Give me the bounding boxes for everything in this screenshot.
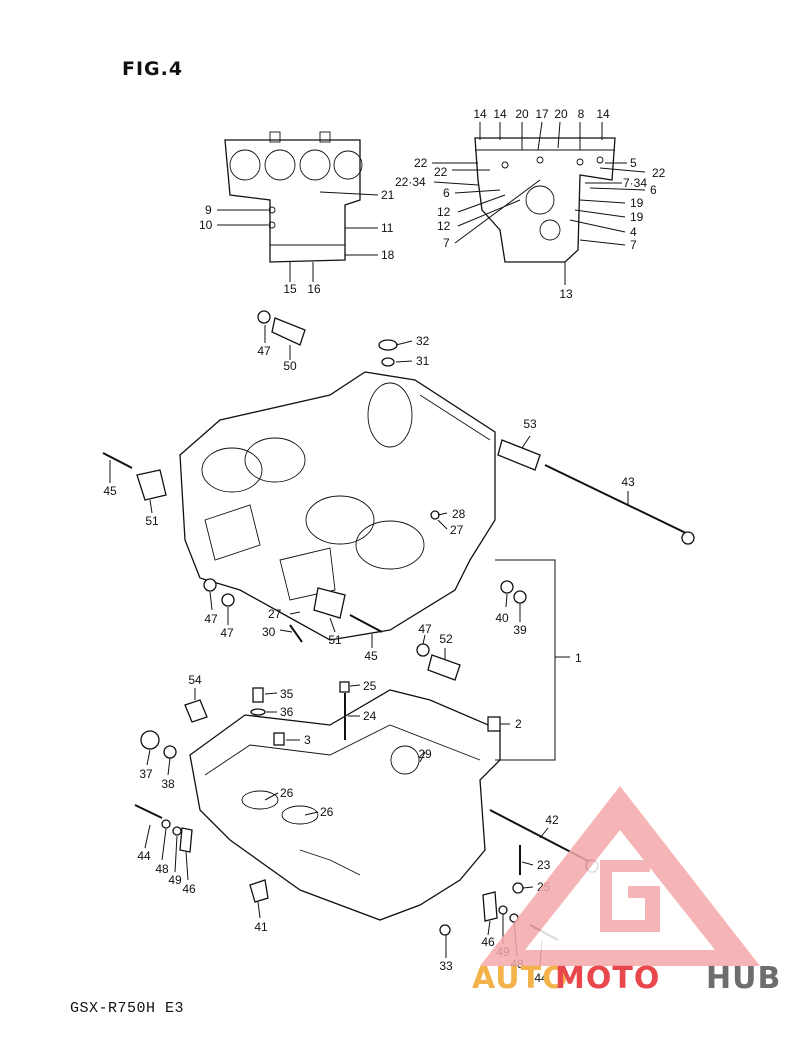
- callout-label: 52: [439, 632, 453, 646]
- callout-label: 50: [283, 359, 297, 373]
- callout-label: 30: [262, 625, 276, 639]
- callout-label: 4: [630, 225, 637, 239]
- callout-label: 42: [545, 813, 559, 827]
- callout-label: 29: [418, 747, 432, 761]
- callout-label: 25: [363, 679, 377, 693]
- callout-label: 43: [621, 475, 635, 489]
- callout-label: 1: [575, 651, 582, 665]
- inset-upper-crankcase: [224, 131, 363, 263]
- callout-label: 19: [630, 210, 644, 224]
- callout-label: 17: [535, 107, 549, 121]
- callout-label: 14: [493, 107, 507, 121]
- callout-label: 7: [443, 236, 450, 250]
- callout-label: 44: [137, 849, 151, 863]
- callout-label: 7·34: [623, 176, 647, 190]
- callout-label: 45: [364, 649, 378, 663]
- callout-label: 48: [155, 862, 169, 876]
- callout-label: 23: [537, 858, 551, 872]
- upper-crankcase-drawing: [179, 371, 496, 641]
- callout-label: 11: [381, 221, 394, 235]
- watermark-word-auto: AUTO: [472, 961, 569, 996]
- callout-label: 53: [523, 417, 537, 431]
- callout-label: 47: [418, 622, 432, 636]
- callout-label: 22: [434, 165, 448, 179]
- callout-label: 12: [437, 219, 451, 233]
- watermark-word-hub: HUB: [706, 961, 781, 996]
- callout-label: 47: [220, 626, 234, 640]
- callout-label: 31: [416, 354, 430, 368]
- callout-label: 22·34: [395, 175, 426, 189]
- callout-label: 28: [452, 507, 466, 521]
- callout-label: 37: [139, 767, 153, 781]
- callout-label: 20: [554, 107, 568, 121]
- leader-lines: [109, 121, 646, 967]
- callout-label: 38: [161, 777, 175, 791]
- watermark-logo: [480, 786, 760, 966]
- callout-label: 22: [652, 166, 666, 180]
- callout-label: 16: [307, 282, 321, 296]
- callout-label: 51: [328, 633, 342, 647]
- callout-label: 27: [268, 607, 282, 621]
- inset-lower-crankcase: [474, 137, 616, 263]
- callout-label: 3: [304, 733, 311, 747]
- callout-label: 5: [630, 156, 637, 170]
- callout-label: 27: [450, 523, 464, 537]
- figure-title: FIG.4: [122, 58, 184, 80]
- callout-label: 2: [515, 717, 522, 731]
- callout-label: 51: [145, 514, 159, 528]
- lower-crankcase-drawing: [189, 689, 501, 921]
- callout-label: 45: [103, 484, 117, 498]
- callout-label: 21: [381, 188, 395, 202]
- callout-label: 54: [188, 673, 202, 687]
- callout-label: 18: [381, 248, 395, 262]
- callout-label: 24: [363, 709, 377, 723]
- callout-label: 39: [513, 623, 527, 637]
- callout-label: 47: [204, 612, 218, 626]
- callout-label: 15: [283, 282, 297, 296]
- callout-label: 9: [205, 203, 212, 217]
- callout-label: 10: [199, 218, 213, 232]
- callout-label: 32: [416, 334, 430, 348]
- callout-label: 46: [182, 882, 196, 896]
- callout-label: 47: [257, 344, 271, 358]
- callout-label: 19: [630, 196, 644, 210]
- callout-label: 46: [481, 935, 495, 949]
- callout-label: 35: [280, 687, 294, 701]
- callout-label: 22: [414, 156, 428, 170]
- callout-label: 33: [439, 959, 453, 973]
- watermark-word-moto: MOTO: [555, 961, 660, 996]
- callout-label: 26: [320, 805, 334, 819]
- callout-label: 40: [495, 611, 509, 625]
- callout-label: 8: [578, 107, 585, 121]
- model-code: GSX-R750H E3: [70, 1000, 185, 1017]
- callout-label: 14: [473, 107, 487, 121]
- callout-label: 14: [596, 107, 610, 121]
- callout-label: 49: [168, 873, 182, 887]
- callout-label: 6: [443, 186, 450, 200]
- callout-label: 26: [280, 786, 294, 800]
- callout-label: 6: [650, 183, 657, 197]
- callout-label: 44: [534, 971, 548, 985]
- callout-label: 41: [254, 920, 268, 934]
- callout-label: 36: [280, 705, 294, 719]
- callout-label: 7: [630, 238, 637, 252]
- watermark-wordmark: AUTO MOTO HUB: [472, 961, 781, 996]
- callout-label: 20: [515, 107, 529, 121]
- callout-label: 12: [437, 205, 451, 219]
- callout-label: 13: [559, 287, 573, 301]
